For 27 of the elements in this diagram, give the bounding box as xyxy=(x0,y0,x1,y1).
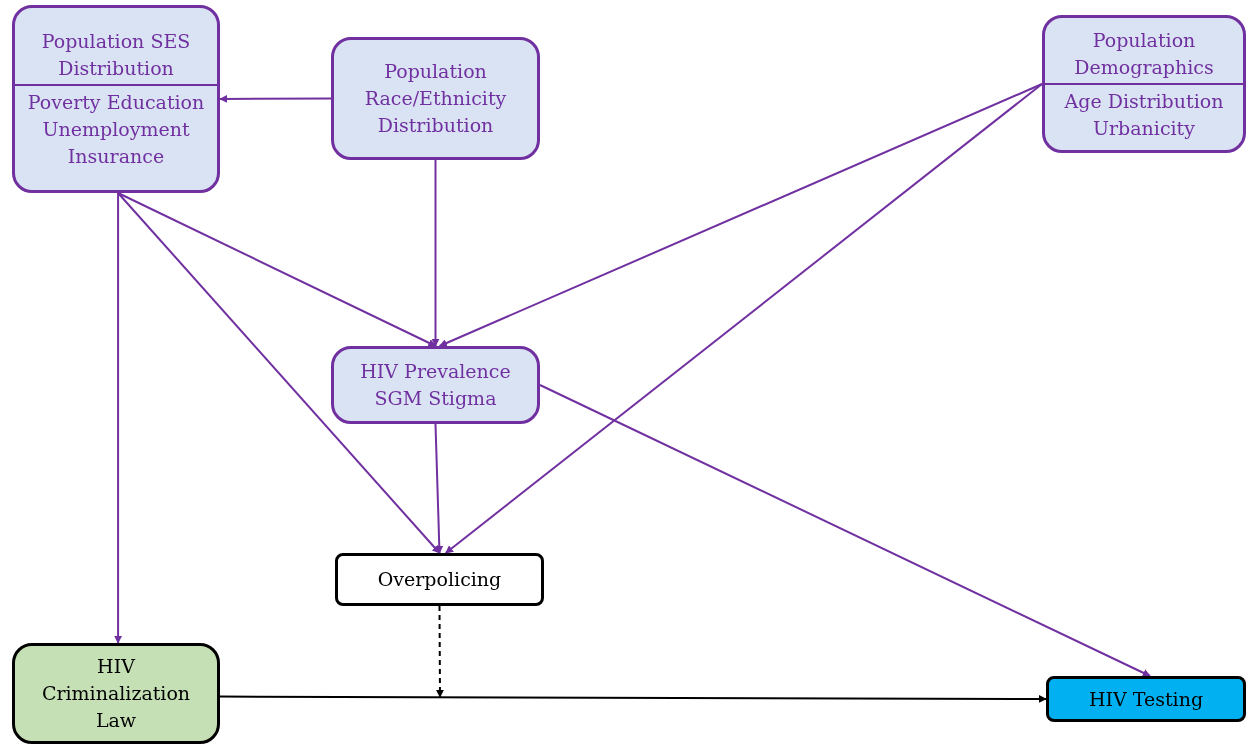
arrow xyxy=(539,384,1151,677)
arrow xyxy=(219,94,332,103)
process-box xyxy=(335,553,544,606)
box-text: HIV Criminalization Law xyxy=(40,654,192,733)
box-text: Age Distribution Urbanicity xyxy=(1063,88,1225,141)
factor-box xyxy=(331,346,540,424)
factor-box xyxy=(331,37,540,160)
box-text: Overpolicing xyxy=(376,567,503,592)
arrow xyxy=(117,192,437,347)
arrow xyxy=(114,192,123,644)
arrow xyxy=(434,423,444,554)
box-heading: Population SES Distribution xyxy=(15,28,217,86)
box-text: Population Race/Ethnicity Distribution xyxy=(363,59,508,138)
box-text: Poverty Education Unemployment Insurance xyxy=(26,90,206,169)
arrow xyxy=(117,192,441,554)
arrow xyxy=(444,83,1043,554)
exposure-box xyxy=(12,643,220,744)
box-heading: Population Demographics xyxy=(1045,26,1243,85)
box-text: HIV Testing xyxy=(1087,686,1205,712)
box-text: HIV Prevalence SGM Stigma xyxy=(359,359,512,411)
arrow xyxy=(431,159,440,347)
arrow xyxy=(219,695,1047,703)
arrow xyxy=(438,83,1043,347)
factor-box xyxy=(1042,15,1246,153)
arrow xyxy=(435,605,444,698)
factor-box xyxy=(12,5,220,193)
outcome-box xyxy=(1046,676,1246,722)
